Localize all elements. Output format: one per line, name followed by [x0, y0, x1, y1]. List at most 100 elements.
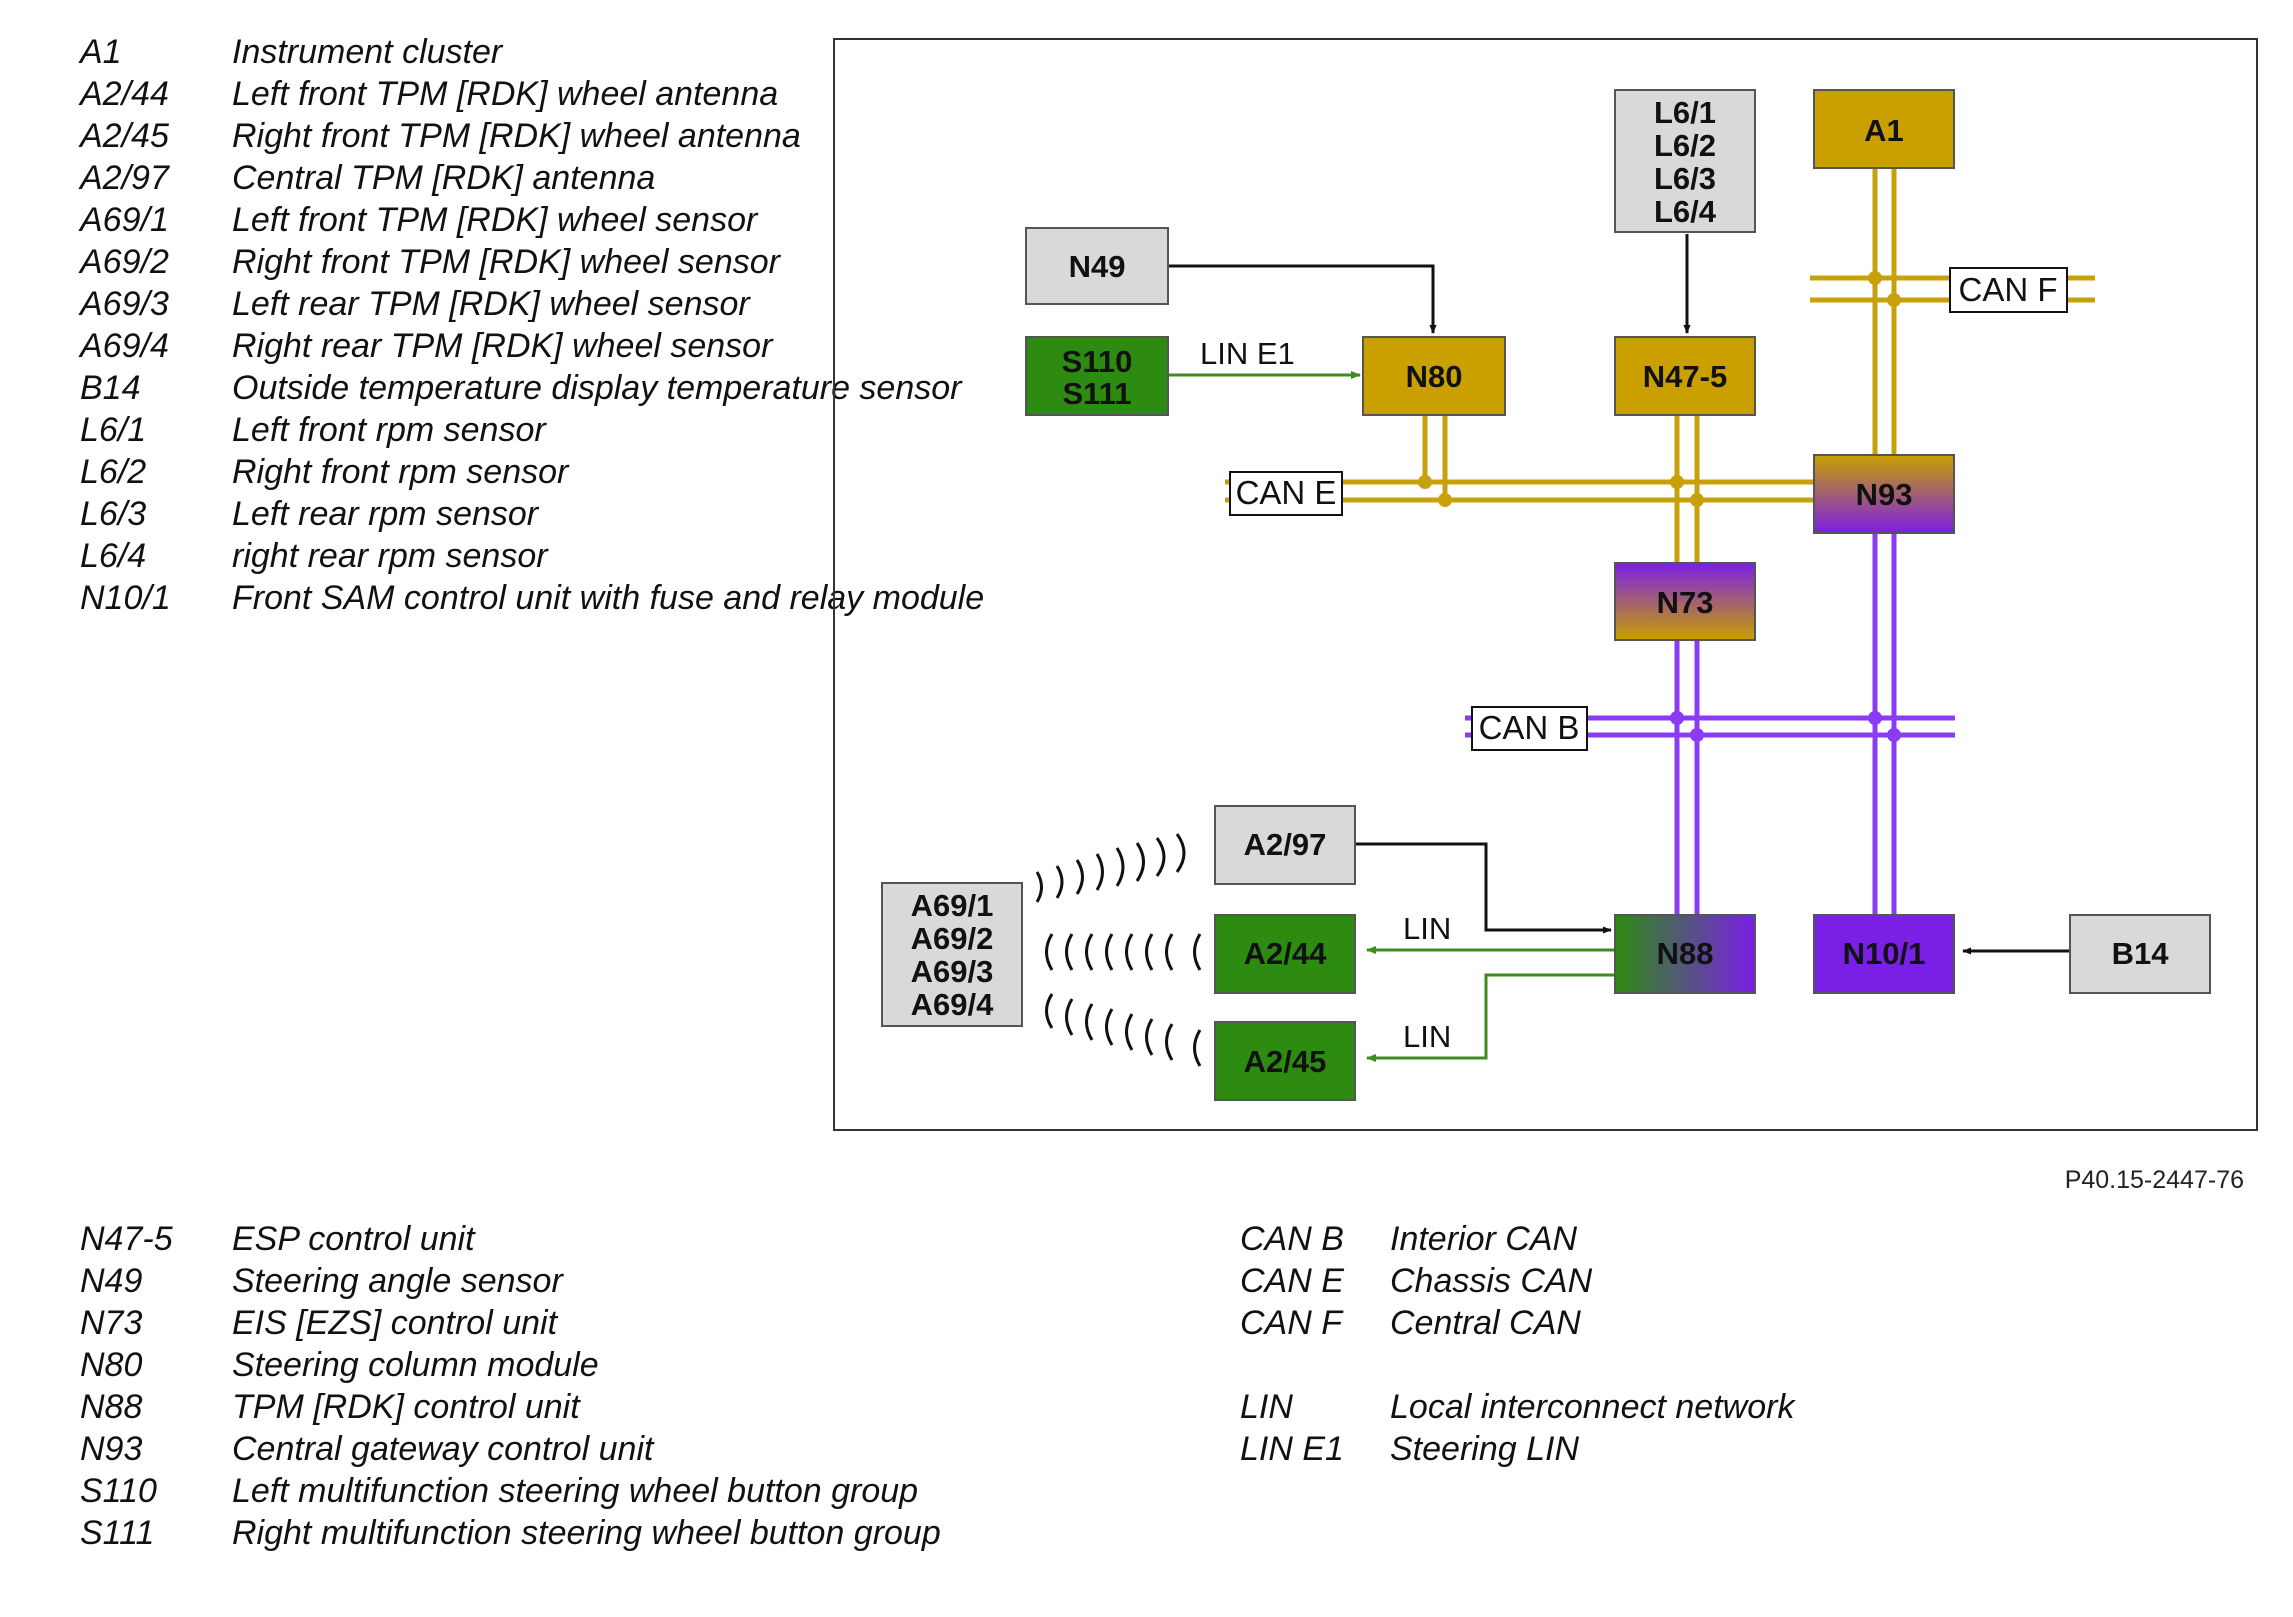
- node-n88: N88: [1614, 914, 1756, 994]
- legend-row: N88 TPM [RDK] control unit: [80, 1388, 941, 1430]
- legend-description: ESP control unit: [232, 1220, 475, 1258]
- legend-row: N93 Central gateway control unit: [80, 1430, 941, 1472]
- legend-code: N10/1: [80, 579, 171, 617]
- legend-code: LIN: [1240, 1388, 1293, 1426]
- svg-text:B14: B14: [2112, 936, 2170, 971]
- lin-e1-label: LIN E1: [1200, 336, 1295, 371]
- svg-text:S110: S110: [1062, 344, 1133, 379]
- legend-row: S111 Right multifunction steering wheel b…: [80, 1514, 941, 1556]
- lin-a2-45-arrow: [1366, 973, 1614, 1062]
- legend-code: N47-5: [80, 1220, 173, 1258]
- radio-waves-a2-44: [1045, 933, 1202, 971]
- legend-code: L6/2: [80, 453, 147, 491]
- node-n49: N49: [1025, 227, 1169, 305]
- svg-text:A2/44: A2/44: [1244, 936, 1327, 971]
- legend-code: CAN E: [1240, 1262, 1344, 1300]
- legend-description: Instrument cluster: [232, 33, 503, 71]
- legend-description: Right multifunction steering wheel butto…: [232, 1514, 941, 1552]
- svg-text:A69/3: A69/3: [911, 954, 994, 989]
- svg-text:L6/1: L6/1: [1654, 95, 1716, 130]
- node-s110-s111: S110 S111: [1025, 336, 1169, 416]
- legend-code: N93: [80, 1430, 143, 1468]
- svg-text:L6/4: L6/4: [1654, 194, 1717, 229]
- svg-text:A69/1: A69/1: [911, 888, 994, 923]
- legend-description: Left multifunction steering wheel button…: [232, 1472, 919, 1510]
- svg-text:N93: N93: [1856, 477, 1913, 512]
- node-n73: N73: [1614, 562, 1756, 641]
- legend-row: A2/45 Right front TPM [RDK] wheel antenna: [80, 117, 984, 159]
- legend-code: A1: [80, 33, 122, 71]
- node-n47-5: N47-5: [1614, 336, 1756, 416]
- svg-text:N47-5: N47-5: [1643, 359, 1727, 394]
- legend-code: L6/1: [80, 411, 147, 449]
- lin-a2-45-label: LIN: [1403, 1019, 1451, 1054]
- legend-row: N47-5 ESP control unit: [80, 1220, 941, 1262]
- legend-row: L6/1 Left front rpm sensor: [80, 411, 984, 453]
- svg-text:N10/1: N10/1: [1843, 936, 1926, 971]
- svg-text:S111: S111: [1063, 376, 1132, 411]
- legend-code: N88: [80, 1388, 143, 1426]
- svg-text:A69/2: A69/2: [911, 921, 994, 956]
- n49-to-n80-arrow: [1168, 264, 1437, 334]
- lin-a2-44-label: LIN: [1403, 911, 1451, 946]
- n47-5-n73-link: [1674, 416, 1700, 563]
- legend-code: LIN E1: [1240, 1430, 1344, 1468]
- legend-description: Steering column module: [232, 1346, 599, 1384]
- node-n80: N80: [1362, 336, 1506, 416]
- legend-code: L6/3: [80, 495, 147, 533]
- legend-code: N49: [80, 1262, 143, 1300]
- diagram-frame: [833, 38, 2258, 1131]
- svg-text:N88: N88: [1657, 936, 1714, 971]
- node-a69: A69/1 A69/2 A69/3 A69/4: [881, 882, 1023, 1027]
- legend-description: Right front TPM [RDK] wheel sensor: [232, 243, 780, 281]
- legend-row: L6/3 Left rear rpm sensor: [80, 495, 984, 537]
- node-a1: A1: [1813, 89, 1955, 169]
- node-l6: L6/1 L6/2 L6/3 L6/4: [1614, 89, 1756, 233]
- legend-code: A2/45: [80, 117, 169, 155]
- legend-code: CAN B: [1240, 1220, 1344, 1258]
- legend-description: Chassis CAN: [1390, 1262, 1593, 1300]
- legend-description: Central gateway control unit: [232, 1430, 654, 1468]
- radio-waves-a2-97: [1035, 833, 1186, 903]
- node-a2-44: A2/44: [1214, 914, 1356, 994]
- can-b-label: CAN B: [1471, 706, 1588, 751]
- svg-text:A2/97: A2/97: [1244, 827, 1327, 862]
- can-f-label: CAN F: [1949, 267, 2068, 313]
- legend-spacer: [1240, 1346, 1794, 1388]
- legend-row: N10/1 Front SAM control unit with fuse an…: [80, 579, 984, 621]
- legend-description: TPM [RDK] control unit: [232, 1388, 580, 1426]
- n73-n88-link: [1674, 640, 1700, 915]
- can-e-label: CAN E: [1229, 471, 1343, 516]
- legend-description: Left front rpm sensor: [232, 411, 546, 449]
- legend-description: Front SAM control unit with fuse and rel…: [232, 579, 985, 617]
- legend-description: Left rear rpm sensor: [232, 495, 539, 533]
- a2-97-to-n88-arrow: [1355, 842, 1612, 934]
- legend-code: L6/4: [80, 537, 147, 575]
- radio-waves-a2-45: [1045, 993, 1202, 1067]
- node-b14: B14: [2069, 914, 2211, 994]
- node-a2-97: A2/97: [1214, 805, 1356, 885]
- legend-description: Right front TPM [RDK] wheel antenna: [232, 117, 801, 155]
- svg-text:A2/45: A2/45: [1244, 1044, 1327, 1079]
- legend-row: A1 Instrument cluster: [80, 33, 984, 75]
- legend-code: S111: [80, 1514, 155, 1552]
- legend-description: Central CAN: [1390, 1304, 1581, 1342]
- legend-description: Central TPM [RDK] antenna: [232, 159, 656, 197]
- node-n93: N93: [1813, 454, 1955, 534]
- node-n10-1: N10/1: [1813, 914, 1955, 994]
- legend-description: Outside temperature display temperature …: [232, 369, 962, 407]
